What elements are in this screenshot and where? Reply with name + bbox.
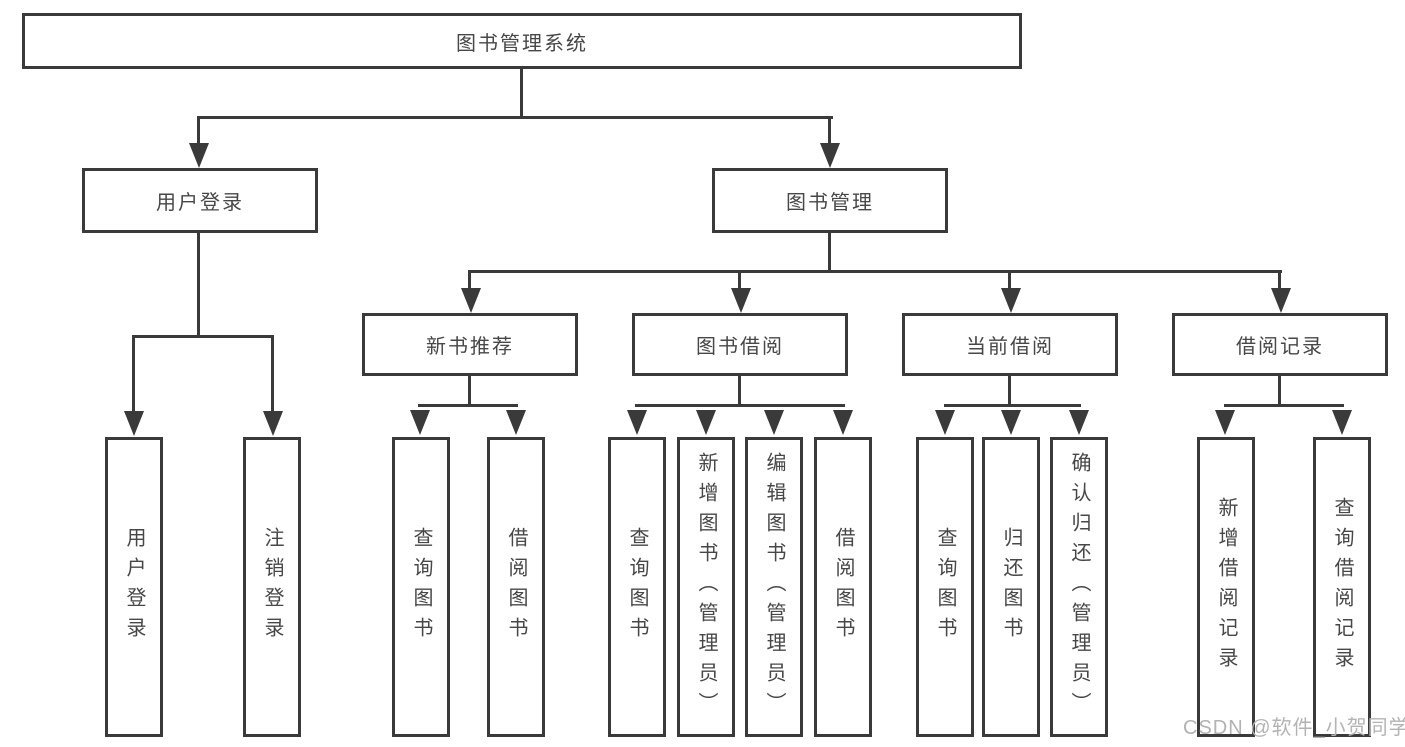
leaf-borrow-query-books: 查询图书 [608, 437, 666, 737]
connector-login-group-branch [132, 335, 274, 338]
node-borrowing-records: 借阅记录 [1172, 313, 1388, 376]
node-borrowing-records-label: 借阅记录 [1236, 336, 1324, 358]
leaf-current-query-books-label: 查询图书 [934, 527, 956, 647]
arrow-down-icon [263, 411, 283, 436]
connector-records-stem [1278, 376, 1281, 407]
node-new-book-recommendation-label: 新书推荐 [426, 336, 514, 358]
arrow-down-icon [1001, 410, 1021, 435]
arrow-down-icon [1215, 410, 1235, 435]
leaf-logout-label: 注销登录 [261, 527, 283, 647]
node-root-label: 图书管理系统 [456, 32, 588, 55]
node-new-book-recommendation: 新书推荐 [362, 313, 578, 376]
leaf-user-login-label: 用户登录 [123, 527, 145, 647]
leaf-newbook-borrow-books-label: 借阅图书 [505, 527, 527, 647]
leaf-borrow-add-books-admin: 新增图书（管理员） [677, 437, 735, 737]
connector-current-stem [1008, 376, 1011, 407]
connector-level3-stem [1008, 273, 1011, 289]
leaf-borrow-query-books-label: 查询图书 [626, 527, 648, 647]
arrow-down-icon [1271, 288, 1291, 313]
node-current-borrowing: 当前借阅 [902, 313, 1118, 376]
node-book-management: 图书管理 [712, 168, 948, 233]
node-current-borrowing-label: 当前借阅 [966, 336, 1054, 358]
leaf-borrow-edit-books-admin: 编辑图书（管理员） [745, 437, 803, 737]
arrow-down-icon [1001, 288, 1021, 313]
arrow-down-icon [820, 143, 840, 168]
leaf-records-add-record: 新增借阅记录 [1197, 437, 1255, 737]
leaf-newbook-borrow-books: 借阅图书 [487, 437, 545, 737]
connector-level3-stem [468, 273, 471, 289]
arrow-down-icon [833, 410, 853, 435]
arrow-down-icon [410, 410, 430, 435]
leaf-borrow-borrow-books-label: 借阅图书 [832, 527, 854, 647]
arrow-down-icon [506, 410, 526, 435]
arrow-down-icon [461, 288, 481, 313]
node-root: 图书管理系统 [22, 13, 1022, 69]
arrow-down-icon [696, 410, 716, 435]
node-book-management-label: 图书管理 [786, 192, 874, 214]
connector-borrow-stem [738, 376, 741, 407]
arrow-down-icon [627, 410, 647, 435]
leaf-user-login: 用户登录 [105, 437, 163, 737]
csdn-watermark: CSDN @软件_小贺同学 [1183, 717, 1405, 739]
connector-login-group-stem [197, 233, 200, 338]
leaf-borrow-borrow-books: 借阅图书 [814, 437, 872, 737]
arrow-down-icon [1069, 410, 1089, 435]
arrow-down-icon [124, 411, 144, 436]
connector-mgmt-branch [468, 270, 1282, 273]
arrow-down-icon [189, 143, 209, 168]
connector-current-branch [944, 404, 1081, 407]
leaf-newbook-query-books-label: 查询图书 [410, 527, 432, 647]
leaf-current-query-books: 查询图书 [916, 437, 974, 737]
connector-book-management-stem [828, 119, 831, 145]
arrow-down-icon [935, 410, 955, 435]
connector-mgmt-stem [828, 233, 831, 273]
connector-leaf-stem [132, 338, 135, 413]
leaf-current-confirm-return-admin: 确认归还（管理员） [1050, 437, 1108, 737]
connector-user-login-stem [197, 119, 200, 145]
node-book-borrowing-label: 图书借阅 [696, 336, 784, 358]
connector-root-stem [520, 69, 523, 119]
arrow-down-icon [731, 288, 751, 313]
connector-root-branch [197, 116, 833, 119]
leaf-records-add-record-label: 新增借阅记录 [1215, 497, 1237, 677]
connector-level3-stem [1278, 273, 1281, 289]
leaf-records-query-record-label: 查询借阅记录 [1331, 497, 1353, 677]
node-user-login: 用户登录 [82, 168, 318, 233]
leaf-newbook-query-books: 查询图书 [392, 437, 450, 737]
leaf-current-return-books: 归还图书 [982, 437, 1040, 737]
arrow-down-icon [1332, 410, 1352, 435]
connector-newbook-stem [468, 376, 471, 407]
connector-records-branch [1224, 404, 1344, 407]
connector-level3-stem [738, 273, 741, 289]
connector-borrow-branch [635, 404, 845, 407]
node-book-borrowing: 图书借阅 [632, 313, 848, 376]
connector-leaf-stem [271, 338, 274, 413]
leaf-current-confirm-return-admin-label: 确认归还（管理员） [1068, 452, 1090, 722]
node-user-login-label: 用户登录 [156, 192, 244, 214]
arrow-down-icon [764, 410, 784, 435]
leaf-borrow-edit-books-admin-label: 编辑图书（管理员） [763, 452, 785, 722]
leaf-current-return-books-label: 归还图书 [1000, 527, 1022, 647]
connector-newbook-branch [418, 404, 518, 407]
leaf-borrow-add-books-admin-label: 新增图书（管理员） [695, 452, 717, 722]
leaf-records-query-record: 查询借阅记录 [1313, 437, 1371, 737]
leaf-logout: 注销登录 [243, 437, 301, 737]
